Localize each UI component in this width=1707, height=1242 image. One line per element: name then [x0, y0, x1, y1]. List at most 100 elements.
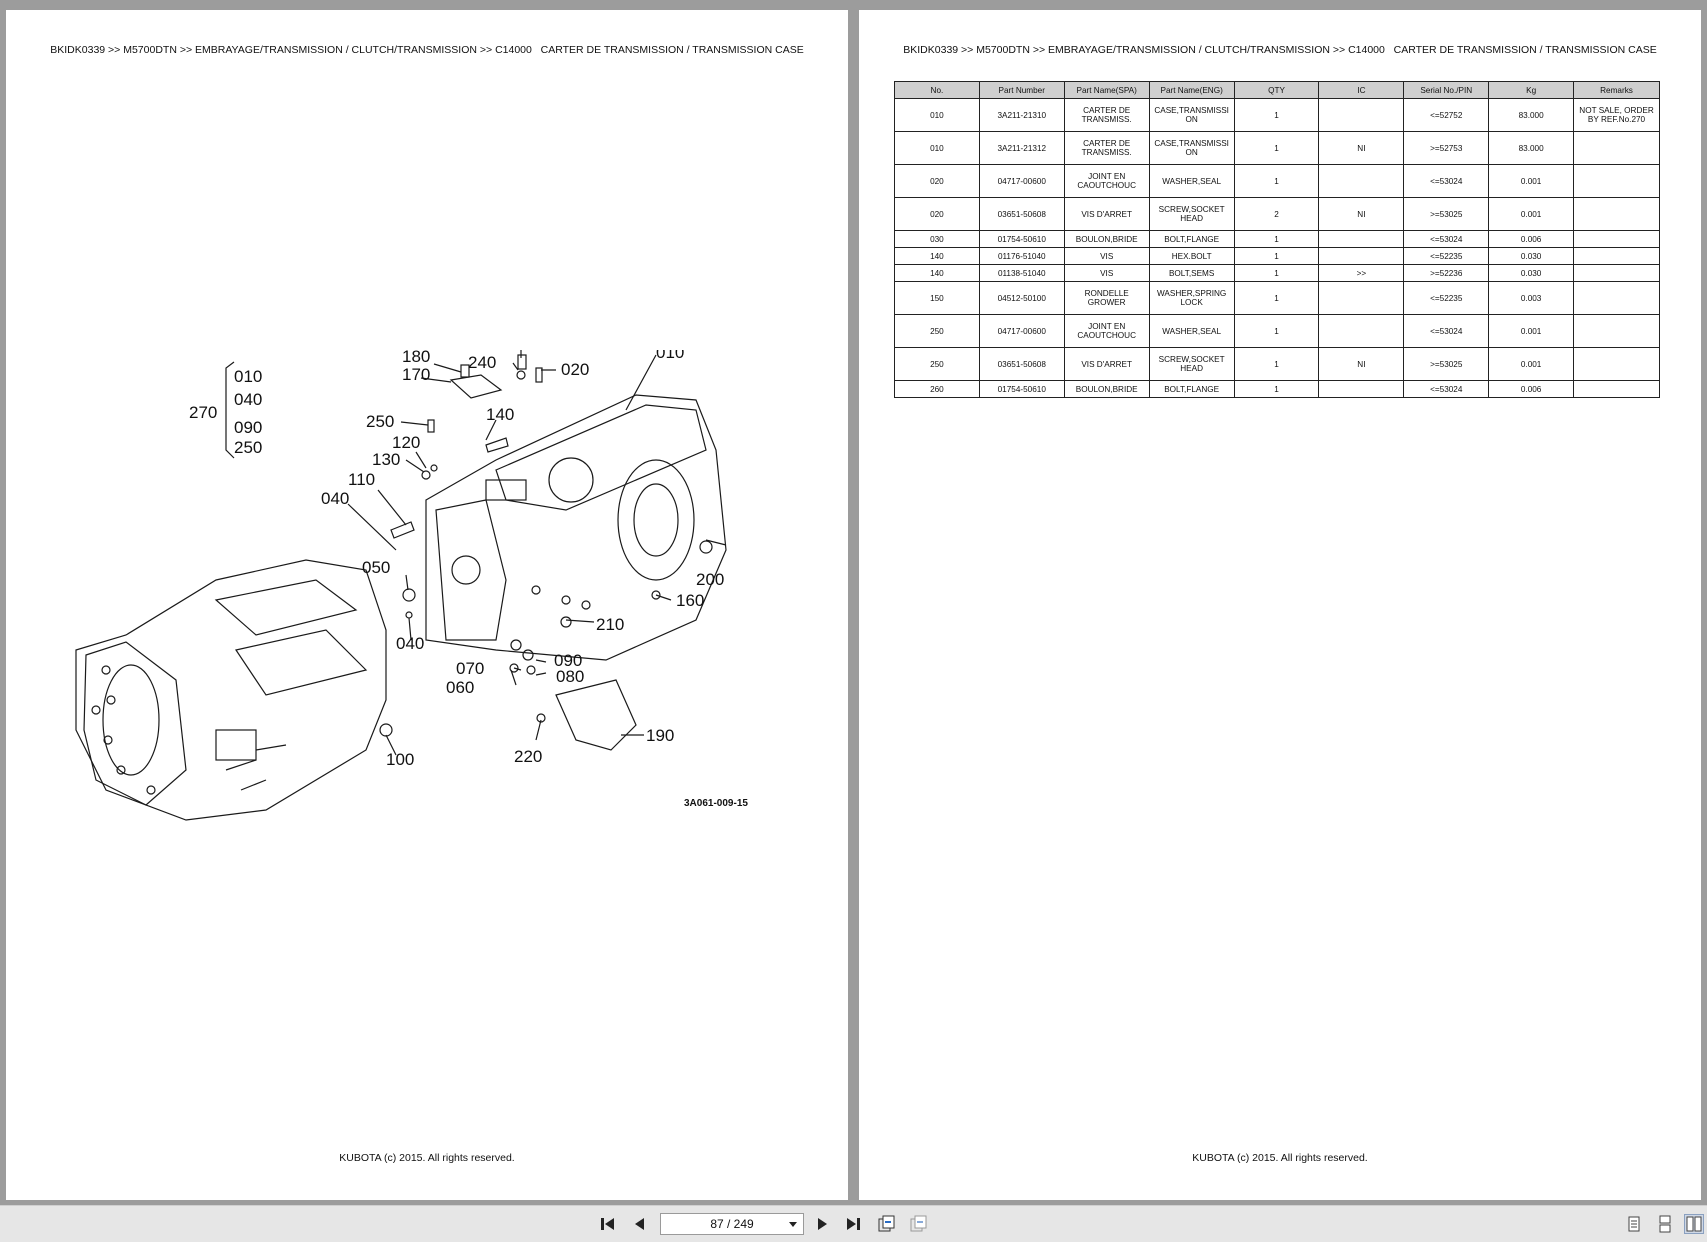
cell-part-name-spa: JOINT EN CAOUTCHOUC — [1063, 164, 1150, 198]
group-label-010: 010 — [234, 367, 262, 386]
cell-no: 260 — [894, 380, 980, 398]
callout-190: 190 — [646, 726, 674, 745]
cell-qty: 2 — [1233, 197, 1320, 231]
cell-ic: NI — [1318, 131, 1405, 165]
callout-100: 100 — [386, 750, 414, 769]
cell-part-name-eng: BOLT,FLANGE — [1148, 230, 1235, 248]
cell-part-name-eng: CASE,TRANSMISSI ON — [1148, 131, 1235, 165]
callout-110: 110 — [348, 470, 375, 489]
breadcrumb-left: BKIDK0339 >> M5700DTN >> EMBRAYAGE/TRANS… — [50, 44, 804, 56]
cell-kg: 0.006 — [1488, 380, 1575, 398]
header-part-name-spa: Part Name(SPA) — [1063, 81, 1150, 99]
callout-040: 040 — [321, 489, 349, 508]
callout-120: 120 — [392, 433, 420, 452]
page-indicator: 87 / 249 — [710, 1217, 754, 1231]
cell-part-name-eng: BOLT,SEMS — [1148, 264, 1235, 282]
single-page-button[interactable] — [1624, 1214, 1644, 1234]
continuous-button[interactable] — [1655, 1214, 1675, 1234]
callout-230: 230 — [471, 350, 499, 354]
first-page-button[interactable] — [598, 1214, 618, 1234]
cell-part-name-spa: JOINT EN CAOUTCHOUC — [1063, 314, 1150, 348]
callout-250: 250 — [366, 412, 394, 431]
page-dropdown-icon[interactable] — [789, 1222, 797, 1227]
cell-kg: 0.030 — [1488, 264, 1575, 282]
cell-remarks — [1573, 230, 1660, 248]
parts-table: No. Part Number Part Name(SPA) Part Name… — [894, 81, 1660, 398]
exploded-parts-diagram: 010 020 230 240 180 170 250 140 120 130 … — [75, 350, 748, 821]
left-page: BKIDK0339 >> M5700DTN >> EMBRAYAGE/TRANS… — [6, 10, 848, 1200]
cell-no: 020 — [894, 197, 980, 231]
cell-ic — [1318, 281, 1405, 315]
cell-remarks — [1573, 247, 1660, 265]
cell-serial: >=53025 — [1403, 347, 1490, 381]
cell-part-name-spa: BOULON,BRIDE — [1063, 230, 1150, 248]
cell-qty: 1 — [1233, 281, 1320, 315]
cell-part-number: 3A211-21312 — [978, 131, 1065, 165]
cell-remarks — [1573, 347, 1660, 381]
group-label-040: 040 — [234, 390, 262, 409]
footer-left: KUBOTA (c) 2015. All rights reserved. — [339, 1152, 515, 1164]
rotate-button[interactable] — [876, 1214, 896, 1234]
header-ic: IC — [1318, 81, 1405, 99]
cell-no: 250 — [894, 347, 980, 381]
rotate-icon — [878, 1215, 895, 1232]
cell-remarks — [1573, 314, 1660, 348]
continuous-icon — [1659, 1215, 1671, 1233]
header-remarks: Remarks — [1573, 81, 1660, 99]
fit-button[interactable] — [908, 1214, 928, 1234]
header-serial: Serial No./PIN — [1403, 81, 1490, 99]
callout-180: 180 — [402, 350, 430, 366]
cell-kg: 0.001 — [1488, 197, 1575, 231]
callout-080: 080 — [556, 667, 584, 686]
cell-ic — [1318, 247, 1405, 265]
callout-040b: 040 — [396, 634, 424, 653]
cell-part-name-eng: WASHER,SEAL — [1148, 314, 1235, 348]
callout-130: 130 — [372, 450, 400, 469]
cell-kg: 0.006 — [1488, 230, 1575, 248]
cell-serial: <=52752 — [1403, 98, 1490, 132]
callout-270: 270 — [189, 403, 217, 422]
header-kg: Kg — [1488, 81, 1575, 99]
cell-remarks — [1573, 281, 1660, 315]
callout-160: 160 — [676, 591, 704, 610]
cell-part-number: 01176-51040 — [978, 247, 1065, 265]
callout-090: 090 — [554, 651, 582, 670]
cell-ic — [1318, 164, 1405, 198]
callout-070: 070 — [456, 659, 484, 678]
cell-part-name-eng: SCREW,SOCKET HEAD — [1148, 347, 1235, 381]
cell-serial: >=53025 — [1403, 197, 1490, 231]
right-page: BKIDK0339 >> M5700DTN >> EMBRAYAGE/TRANS… — [859, 10, 1701, 1200]
cell-remarks — [1573, 131, 1660, 165]
page-number-field[interactable]: 87 / 249 — [660, 1213, 804, 1235]
cell-no: 030 — [894, 230, 980, 248]
cell-part-name-spa: RONDELLE GROWER — [1063, 281, 1150, 315]
cell-ic: >> — [1318, 264, 1405, 282]
cell-qty: 1 — [1233, 164, 1320, 198]
header-qty: QTY — [1233, 81, 1320, 99]
header-part-number: Part Number — [978, 81, 1065, 99]
prev-page-button[interactable] — [630, 1214, 650, 1234]
cell-part-number: 04512-50100 — [978, 281, 1065, 315]
cell-kg: 0.001 — [1488, 347, 1575, 381]
cell-kg: 83.000 — [1488, 98, 1575, 132]
two-page-button[interactable] — [1684, 1214, 1704, 1234]
breadcrumb-right: BKIDK0339 >> M5700DTN >> EMBRAYAGE/TRANS… — [903, 44, 1657, 56]
group-label-090: 090 — [234, 418, 262, 437]
next-page-button[interactable] — [812, 1214, 832, 1234]
callout-200: 220 — [514, 747, 542, 766]
cell-serial: <=53024 — [1403, 380, 1490, 398]
cell-qty: 1 — [1233, 264, 1320, 282]
single-page-icon — [1628, 1216, 1640, 1232]
cell-part-name-eng: WASHER,SEAL — [1148, 164, 1235, 198]
cell-remarks — [1573, 197, 1660, 231]
cell-kg: 0.003 — [1488, 281, 1575, 315]
last-page-button[interactable] — [843, 1214, 863, 1234]
cell-part-name-eng: HEX.BOLT — [1148, 247, 1235, 265]
